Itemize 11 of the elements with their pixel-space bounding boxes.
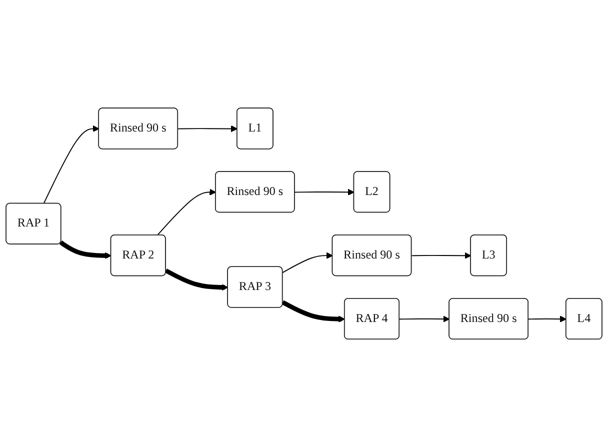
arrow <box>59 240 112 259</box>
arrow <box>528 316 567 322</box>
arrow <box>43 125 100 204</box>
arrow <box>282 252 333 273</box>
arrow <box>282 300 346 322</box>
arrow <box>399 316 450 322</box>
arrow <box>156 188 216 236</box>
arrow <box>411 252 472 259</box>
arrow <box>164 268 228 291</box>
arrow <box>294 188 354 196</box>
arrow <box>178 125 238 132</box>
